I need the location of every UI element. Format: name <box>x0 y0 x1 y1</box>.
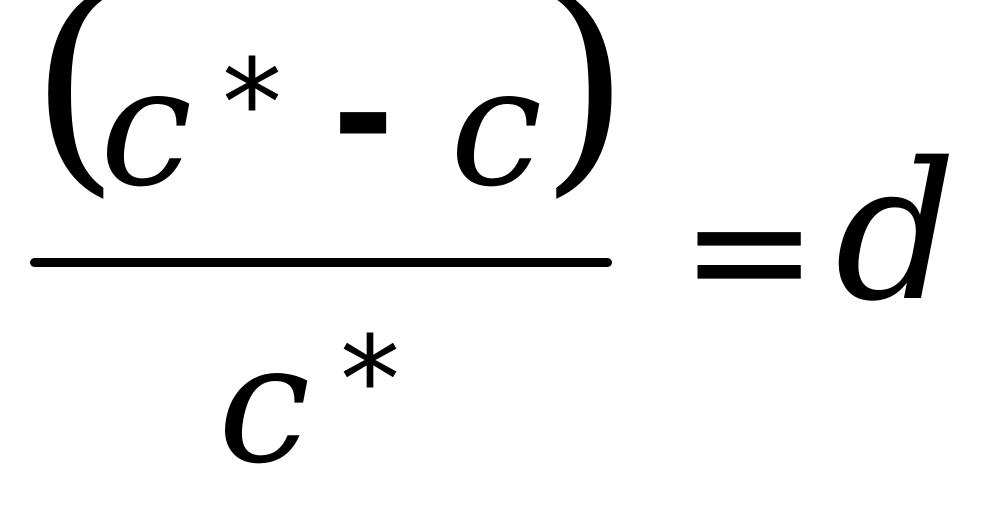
fraction-bar <box>30 258 612 267</box>
minus-sign: - <box>332 28 395 202</box>
numerator-asterisk: * <box>222 35 282 174</box>
equals-sign: = <box>680 154 819 346</box>
open-parenthesis: ( <box>30 0 120 218</box>
close-parenthesis: ) <box>540 0 630 218</box>
denominator-asterisk: * <box>340 312 400 451</box>
rhs-d-variable: d <box>835 122 957 343</box>
denominator-c-variable: c <box>218 308 311 500</box>
numerator-c-variable: c <box>450 31 543 223</box>
numerator-c-star-variable: c <box>100 31 193 223</box>
